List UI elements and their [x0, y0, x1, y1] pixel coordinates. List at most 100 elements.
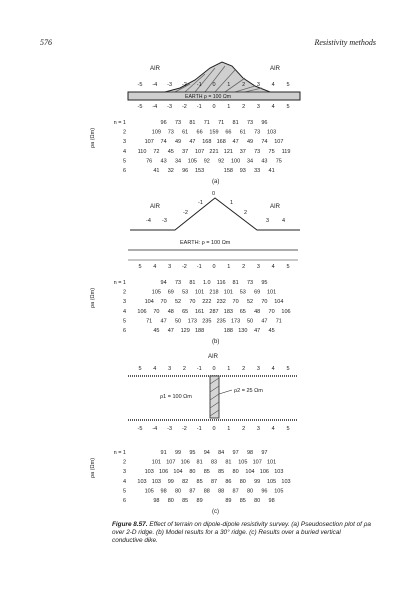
pseudosection-a-value: 66	[225, 130, 231, 136]
pseudosection-b-value: 47	[161, 318, 167, 324]
pseudosection-c-n-label: 4	[123, 479, 126, 485]
pseudosection-c-value: 103	[152, 479, 161, 485]
electrode-label: 5	[286, 264, 289, 270]
pseudosection-c-value: 103	[145, 469, 154, 475]
pseudosection-c-value: 80	[175, 488, 181, 494]
pseudosection-a-value: 109	[152, 130, 161, 136]
pseudosection-a-value: 73	[175, 120, 181, 126]
pseudosection-b-value: 81	[189, 280, 195, 286]
pseudosection-c-value: 87	[189, 488, 195, 494]
electrode-label-top: -3	[167, 82, 172, 88]
rho2-label: ρ2 = 25 Ωm	[234, 388, 263, 394]
pseudosection-c-value: 82	[182, 479, 188, 485]
electrode-label-top: 4	[272, 82, 275, 88]
pseudosection-a-n-label: 2	[123, 130, 126, 136]
pseudosection-b-value: 222	[202, 299, 211, 305]
electrode-label-bottom: -1	[197, 426, 202, 432]
electrode-label: 2	[242, 264, 245, 270]
pseudosection-b-n-label: n = 1	[114, 280, 126, 286]
pseudosection-a-value: 93	[240, 168, 246, 174]
pseudosection-a-value: 75	[269, 149, 275, 155]
pseudosection-c-value: 104	[173, 469, 182, 475]
electrode-label-bottom: 4	[272, 104, 275, 110]
electrode-label-top: 5	[286, 366, 289, 372]
pseudosection-a-value: 121	[224, 149, 233, 155]
electrode-label: -1	[197, 264, 202, 270]
pseudosection-b-value: 173	[231, 318, 240, 324]
pseudosection-c-value: 88	[204, 488, 210, 494]
pseudosection-a-value: 73	[254, 149, 260, 155]
pseudosection-a-value: 71	[204, 120, 210, 126]
pseudosection-c-value: 85	[197, 479, 203, 485]
pseudosection-b-value: 101	[224, 290, 233, 296]
pseudosection-c-n-label: 3	[123, 469, 126, 475]
pseudosection-c-n-label: 5	[123, 488, 126, 494]
electrode-label-bottom: 0	[212, 104, 215, 110]
rho2-leader	[218, 389, 233, 395]
pseudosection-c-value: 106	[159, 469, 168, 475]
pseudosection-a-value: 76	[146, 158, 152, 164]
pseudosection-b-value: 70	[269, 309, 275, 315]
caption-number: Figure 8.57.	[112, 521, 148, 528]
electrode-label-bottom: 4	[272, 426, 275, 432]
pseudosection-c-value: 103	[281, 479, 290, 485]
electrode-label-bottom: 3	[257, 104, 260, 110]
pseudosection-a-value: 74	[161, 139, 167, 145]
figure-caption: Figure 8.57. Effect of terrain on dipole…	[112, 521, 372, 546]
pseudosection-c-value: 105	[238, 460, 247, 466]
pseudosection-b-value: 188	[195, 328, 204, 334]
pseudosection-c-value: 88	[218, 488, 224, 494]
pseudosection-c-value: 81	[225, 460, 231, 466]
pseudosection-b-value: 45	[269, 328, 275, 334]
pseudosection-b-value: 48	[254, 309, 260, 315]
electrode-label-top: -1	[197, 366, 202, 372]
pseudosection-b-value: 94	[161, 280, 167, 286]
pseudosection-a-value: 75	[276, 158, 282, 164]
electrode-label: 3	[257, 264, 260, 270]
electrode-label: 1	[227, 264, 230, 270]
pseudosection-b-value: 101	[195, 290, 204, 296]
ridge-outline	[130, 197, 300, 231]
electrode-label-bottom: 3	[257, 426, 260, 432]
pseudosection-c-value: 98	[153, 498, 159, 504]
pseudosection-c-value: 107	[166, 460, 175, 466]
electrode-label: 4	[153, 264, 156, 270]
pseudosection-a-value: 107	[274, 139, 283, 145]
pseudosection-b-value: 183	[224, 309, 233, 315]
pseudosection-a-value: 96	[261, 120, 267, 126]
pseudosection-a-value: 66	[197, 130, 203, 136]
pseudosection-c-value: 106	[181, 460, 190, 466]
pseudosection-b-value: 70	[189, 299, 195, 305]
pseudosection-c-value: 86	[225, 479, 231, 485]
pseudosection-c-value: 97	[261, 450, 267, 456]
electrode-label-bottom: -4	[152, 104, 157, 110]
pseudosection-a-value: 33	[254, 168, 260, 174]
pseudosection-c-value: 80	[254, 498, 260, 504]
pseudosection-a-value: 92	[218, 158, 224, 164]
pseudosection-a-value: 49	[175, 139, 181, 145]
electrode-label-top: 1	[227, 366, 230, 372]
earth-band	[127, 91, 301, 101]
pseudosection-a-value: 71	[218, 120, 224, 126]
electrode-label-bottom: 5	[286, 104, 289, 110]
pseudosection-c-value: 80	[189, 469, 195, 475]
pseudosection-a-value: 92	[204, 158, 210, 164]
pseudosection-c-value: 85	[218, 469, 224, 475]
pseudosection-b-value: 69	[254, 290, 260, 296]
air-left-label-b: AIR	[150, 204, 161, 210]
pseudosection-c-value: 105	[145, 488, 154, 494]
pseudosection-b-value: 161	[195, 309, 204, 315]
pseudosection-a-n-label: 4	[123, 149, 126, 155]
pseudosection-a-value: 73	[254, 130, 260, 136]
electrode-label: 5	[138, 264, 141, 270]
pseudosection-b-value: 129	[181, 328, 190, 334]
electrode-label-bottom: 2	[242, 426, 245, 432]
pseudosection-c-value: 91	[161, 450, 167, 456]
pseudosection-c-value: 98	[161, 488, 167, 494]
pseudosection-c-n-label: 6	[123, 498, 126, 504]
electrode-label-top: 1	[227, 82, 230, 88]
pseudosection-b-value: 218	[209, 290, 218, 296]
